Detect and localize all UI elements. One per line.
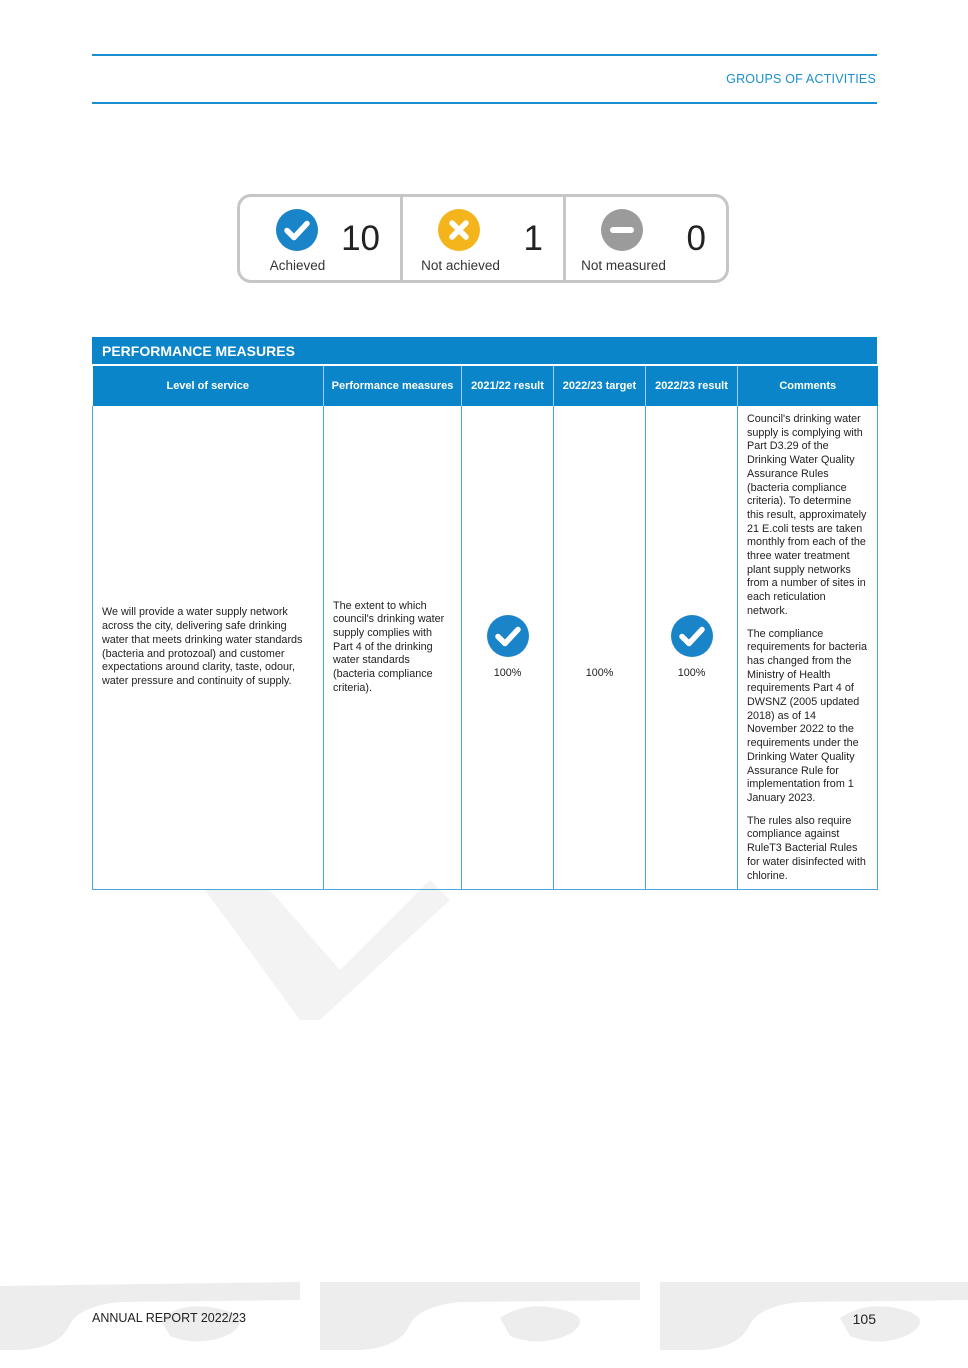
achieved-count: 10 (341, 219, 380, 258)
page-number: 105 (852, 1311, 876, 1327)
table-title: PERFORMANCE MEASURES (92, 337, 877, 364)
not-achieved-count: 1 (523, 219, 543, 258)
target-2022-23-value: 100% (585, 666, 614, 679)
achieved-label: Achieved (269, 258, 326, 273)
footer-report-title: ANNUAL REPORT 2022/23 (92, 1311, 247, 1325)
header-performance-measures: Performance measures (323, 364, 462, 406)
cell-2021-22-result: 100% (461, 406, 554, 891)
minus-circle-icon (601, 209, 643, 251)
not-achieved-label: Not achieved (421, 258, 500, 273)
results-summary: 10 Achieved 1 Not achieved 0 Not measure… (237, 194, 729, 283)
cell-level-of-service: We will provide a water supply network a… (92, 406, 324, 891)
cell-comments: Council's drinking water supply is compl… (737, 406, 878, 891)
section-label: GROUPS OF ACTIVITIES (726, 72, 876, 86)
table-header-row: Level of service Performance measures 20… (92, 364, 878, 406)
cell-2022-23-result: 100% (645, 406, 738, 891)
header-2021-22-result: 2021/22 result (461, 364, 554, 406)
comment-paragraph: Council's drinking water supply is compl… (747, 413, 867, 617)
comment-paragraph: The rules also require compliance agains… (747, 814, 866, 882)
comment-paragraph: The compliance requirements for bacteria… (747, 627, 868, 804)
summary-not-achieved: 1 Not achieved (400, 197, 563, 280)
table-row: We will provide a water supply network a… (92, 406, 878, 891)
header-rule-top (92, 54, 877, 56)
header-comments: Comments (737, 364, 878, 406)
check-circle-icon (670, 614, 713, 657)
check-circle-icon (276, 209, 318, 251)
check-circle-icon (486, 614, 529, 657)
result-2021-22-value: 100% (493, 666, 522, 679)
footer-pattern (0, 1282, 968, 1350)
cell-performance-measure: The extent to which council's drinking w… (323, 406, 462, 891)
performance-measures-table: PERFORMANCE MEASURES Level of service Pe… (92, 337, 878, 891)
header-2022-23-result: 2022/23 result (645, 364, 738, 406)
cell-2022-23-target: 100% (553, 406, 646, 891)
header-rule-bottom (92, 102, 877, 104)
header-level-of-service: Level of service (92, 364, 324, 406)
x-circle-icon (438, 209, 480, 251)
watermark-shape (205, 880, 450, 1020)
result-2022-23-value: 100% (677, 666, 706, 679)
header-2022-23-target: 2022/23 target (553, 364, 646, 406)
summary-not-measured: 0 Not measured (563, 197, 726, 280)
summary-achieved: 10 Achieved (240, 197, 400, 280)
not-measured-count: 0 (686, 219, 706, 258)
not-measured-label: Not measured (581, 258, 666, 273)
